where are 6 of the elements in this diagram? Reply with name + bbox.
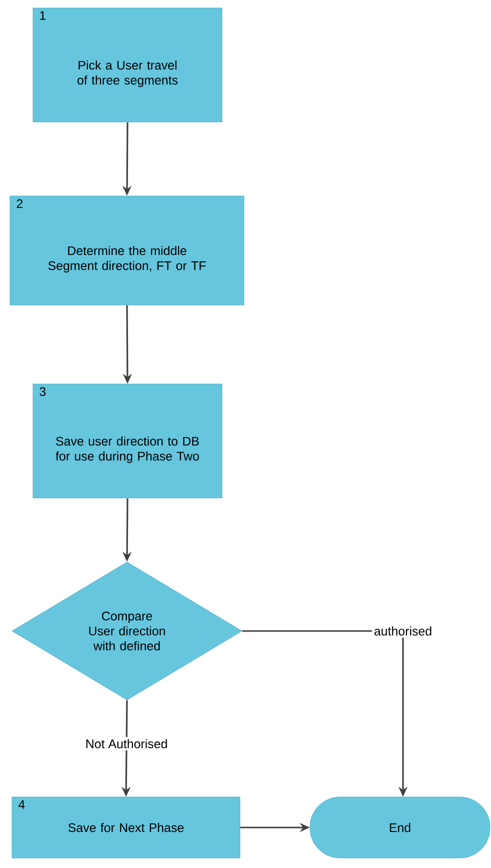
process-box: Determine the middle Segment direction, FT or TF 2 [10, 196, 244, 306]
edge-label: authorised [372, 624, 434, 638]
edge-label: Not Authorised [83, 737, 170, 750]
process-box: Save user direction to DB for use during Phase Two 3 [32, 384, 222, 498]
process-box: Save for Next Phase 4 [12, 796, 240, 858]
process-box: Pick a User travel of three segments 1 [32, 8, 222, 122]
